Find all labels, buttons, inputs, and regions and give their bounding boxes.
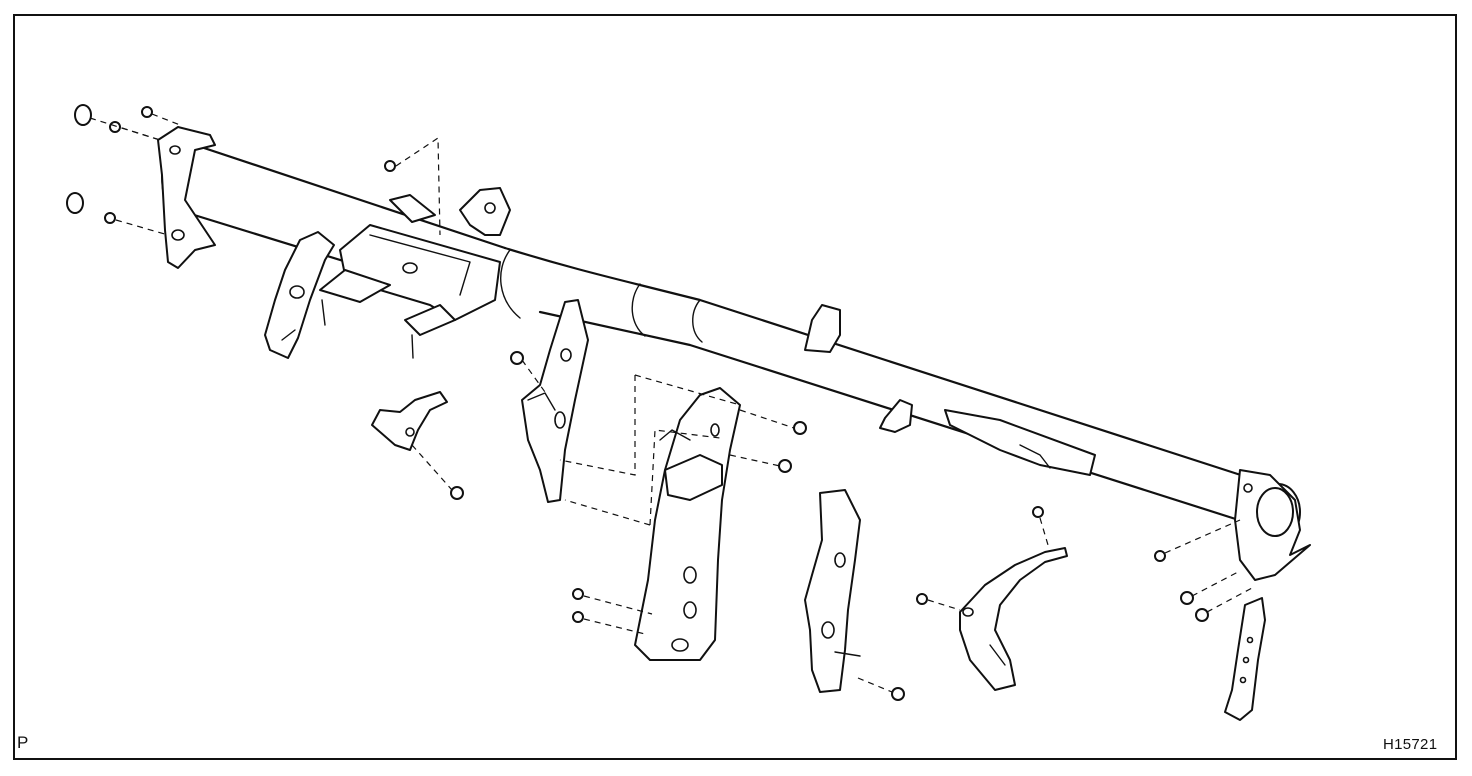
center-lower-stay xyxy=(634,387,741,661)
corner-label: P xyxy=(17,733,29,752)
diagram-frame xyxy=(13,14,1457,760)
right-end-bracket xyxy=(1224,469,1311,721)
alignment-lines xyxy=(89,113,1253,693)
tube-clip-bracket xyxy=(804,304,1096,476)
center-brace xyxy=(319,224,501,359)
bolts xyxy=(66,104,1209,701)
reinforcement-tube xyxy=(161,138,1301,541)
right-angled-stay xyxy=(959,547,1068,691)
left-end-bracket xyxy=(157,126,216,269)
upper-mount-bracket xyxy=(389,187,511,236)
figure-id: H15721 xyxy=(1383,736,1438,753)
small-mount-bracket xyxy=(371,391,448,451)
right-center-stay xyxy=(804,489,861,693)
steering-support-bracket xyxy=(521,299,589,503)
left-vertical-bracket xyxy=(264,231,335,359)
